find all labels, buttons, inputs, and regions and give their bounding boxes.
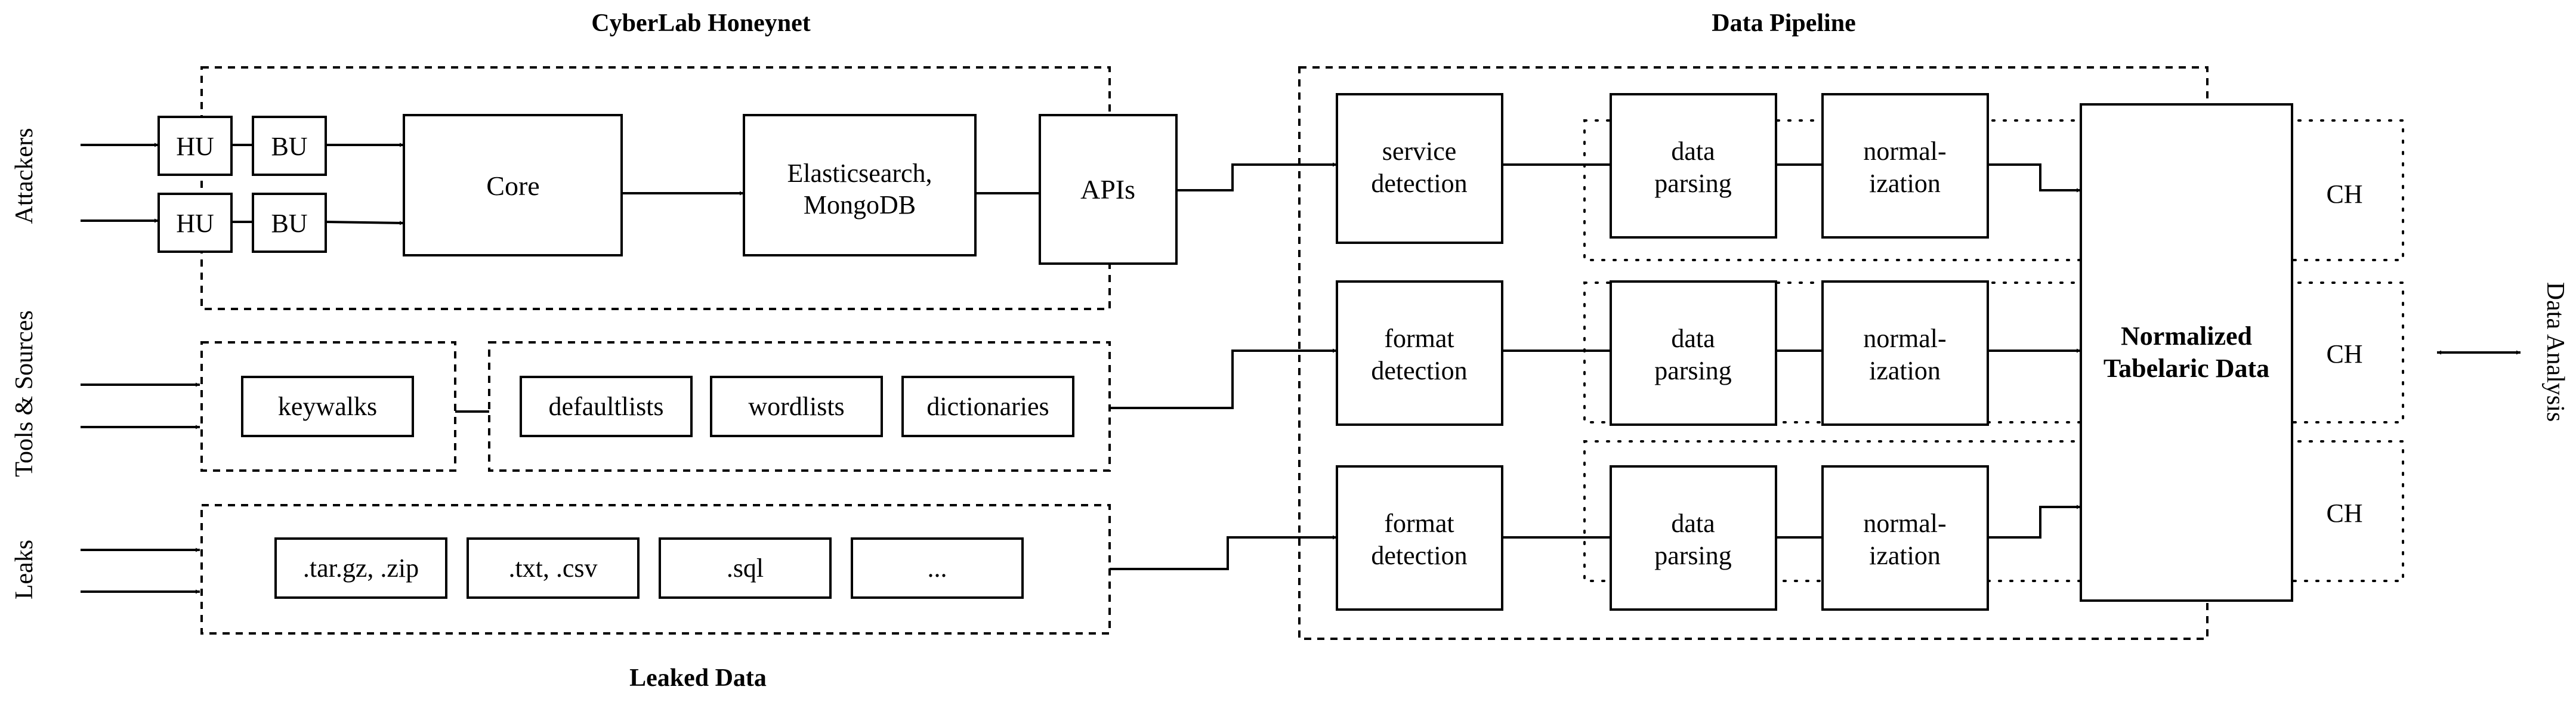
normalization-label-3a: normal- bbox=[1863, 509, 1946, 538]
ch-label-2: CH bbox=[2326, 339, 2362, 369]
pipeline-header: Data Pipeline bbox=[1712, 10, 1855, 37]
hu-box-2 bbox=[157, 193, 233, 253]
format-detection-box-2 bbox=[1336, 465, 1503, 611]
wordlists-box bbox=[710, 376, 883, 437]
data-parsing-label-3b: parsing bbox=[1654, 541, 1732, 570]
hu-box-1 bbox=[157, 116, 233, 176]
hu-label-1: HU bbox=[176, 132, 214, 161]
txtcsv-box bbox=[467, 537, 640, 599]
leaks-label: Leaks bbox=[11, 540, 38, 599]
normalization-label-2a: normal- bbox=[1863, 324, 1946, 353]
honeynet-header: CyberLab Honeynet bbox=[591, 10, 811, 37]
keywalks-box bbox=[241, 376, 414, 437]
targz-box bbox=[274, 537, 447, 599]
format-detection-label-2b: detection bbox=[1371, 541, 1467, 570]
data-parsing-label-3a: data bbox=[1671, 509, 1715, 538]
normalized-data-box bbox=[2080, 103, 2293, 602]
more-label: ... bbox=[928, 553, 947, 583]
hu-label-2: HU bbox=[176, 209, 214, 238]
sql-box bbox=[659, 537, 832, 599]
normalization-box-3 bbox=[1821, 465, 1989, 611]
bu-box-2 bbox=[252, 193, 327, 253]
apis-label: APIs bbox=[1080, 174, 1135, 205]
service-detection-box bbox=[1336, 93, 1503, 244]
lists-group bbox=[488, 341, 1111, 472]
data-parsing-label-2a: data bbox=[1671, 324, 1715, 353]
bu-label-1: BU bbox=[271, 132, 307, 161]
data-parsing-label-1b: parsing bbox=[1654, 169, 1732, 198]
normalization-to-table-arrow-3 bbox=[1988, 505, 2081, 539]
attackers-label: Attackers bbox=[11, 128, 38, 224]
data-analysis-label: Data Analysis bbox=[2541, 282, 2569, 422]
txtcsv-label: .txt, .csv bbox=[508, 553, 597, 583]
leaks-to-format-arrow bbox=[1110, 535, 1337, 570]
ch-label-3: CH bbox=[2326, 499, 2362, 528]
leaked-data-header: Leaked Data bbox=[629, 664, 767, 692]
dictionaries-box bbox=[901, 376, 1074, 437]
normalization-label-1a: normal- bbox=[1863, 137, 1946, 166]
format-detection-box-1 bbox=[1336, 280, 1503, 426]
normalization-label-1b: ization bbox=[1869, 169, 1941, 198]
sql-label: .sql bbox=[727, 553, 764, 583]
core-label: Core bbox=[486, 171, 539, 201]
normalized-data-label-2: Tabelaric Data bbox=[2104, 354, 2269, 383]
bu-core-arrow-2 bbox=[325, 221, 404, 225]
normalization-box-2 bbox=[1821, 280, 1989, 426]
bu-box-1 bbox=[252, 116, 327, 176]
data-parsing-label-2b: parsing bbox=[1654, 356, 1732, 385]
data-parsing-box-1 bbox=[1610, 93, 1777, 239]
normalization-label-2b: ization bbox=[1869, 356, 1941, 385]
apis-to-service-arrow bbox=[1176, 162, 1337, 191]
storage-label-2: MongoDB bbox=[804, 190, 916, 219]
wordlists-label: wordlists bbox=[748, 392, 844, 421]
normalization-to-table-arrow-1 bbox=[1988, 163, 2081, 193]
ch-group-1 bbox=[1583, 119, 2404, 261]
defaultlists-box bbox=[520, 376, 693, 437]
more-box bbox=[851, 537, 1024, 599]
lists-to-format-arrow bbox=[1110, 348, 1337, 409]
normalized-data-label-1: Normalized bbox=[2121, 321, 2252, 351]
data-parsing-label-1a: data bbox=[1671, 137, 1715, 166]
storage-box bbox=[743, 114, 977, 256]
targz-label: .tar.gz, .zip bbox=[303, 553, 419, 583]
dictionaries-label: dictionaries bbox=[926, 392, 1049, 421]
keywalks-group bbox=[200, 341, 456, 472]
pipeline-group bbox=[1298, 66, 2209, 640]
data-parsing-box-2 bbox=[1610, 280, 1777, 426]
format-detection-label-1a: format bbox=[1384, 324, 1454, 353]
ch-group-3 bbox=[1583, 440, 2404, 582]
normalization-label-3b: ization bbox=[1869, 541, 1941, 570]
data-parsing-box-3 bbox=[1610, 465, 1777, 611]
tools-sources-label: Tools & Sources bbox=[11, 310, 38, 477]
storage-label-1: Elasticsearch, bbox=[787, 159, 932, 188]
normalization-box-1 bbox=[1821, 93, 1989, 239]
format-detection-label-1b: detection bbox=[1371, 356, 1467, 385]
bu-label-2: BU bbox=[271, 209, 307, 238]
format-detection-label-2a: format bbox=[1384, 509, 1454, 538]
ch-label-1: CH bbox=[2326, 180, 2362, 209]
service-detection-label-2: detection bbox=[1371, 169, 1467, 198]
core-box bbox=[403, 114, 623, 256]
keywalks-label: keywalks bbox=[278, 392, 377, 421]
defaultlists-label: defaultlists bbox=[548, 392, 663, 421]
ch-group-2 bbox=[1583, 282, 2404, 423]
service-detection-label-1: service bbox=[1382, 137, 1457, 166]
